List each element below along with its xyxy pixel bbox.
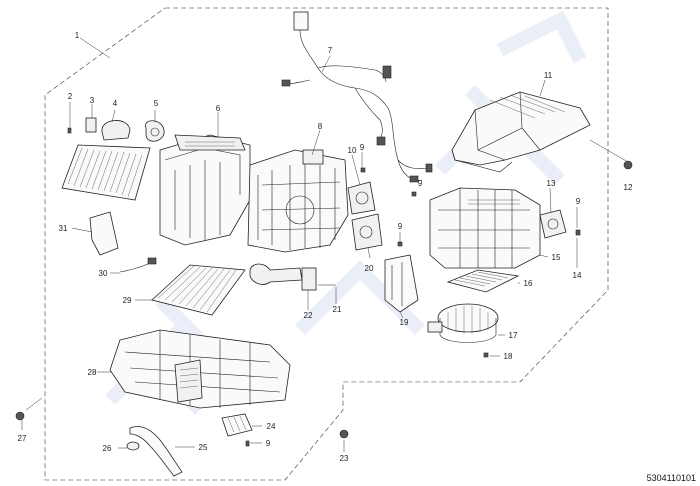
callout-23: 23 bbox=[340, 454, 349, 463]
mode-actuator bbox=[347, 154, 376, 215]
callout-30: 30 bbox=[99, 269, 108, 278]
assembly-boundary bbox=[44, 7, 609, 481]
callout-3: 3 bbox=[90, 96, 95, 105]
callout-31: 31 bbox=[59, 224, 68, 233]
blower-motor bbox=[427, 303, 505, 343]
small-parts-top-left bbox=[67, 102, 165, 142]
expansion-valve bbox=[249, 263, 337, 310]
callout-9d: 9 bbox=[266, 439, 271, 448]
lower-case bbox=[97, 329, 291, 409]
nut-23 bbox=[339, 429, 349, 452]
callout-19: 19 bbox=[400, 318, 409, 327]
bracket-31 bbox=[71, 211, 119, 256]
callout-10: 10 bbox=[348, 146, 357, 155]
callout-15: 15 bbox=[552, 253, 561, 262]
callout-17: 17 bbox=[509, 331, 518, 340]
callout-9b: 9 bbox=[576, 197, 581, 206]
callout-12: 12 bbox=[624, 183, 633, 192]
blower-resistor bbox=[221, 413, 262, 447]
callout-7: 7 bbox=[328, 46, 333, 55]
heater-core bbox=[61, 144, 151, 201]
recirc-actuator bbox=[539, 187, 567, 239]
screw-27 bbox=[15, 397, 43, 430]
wiring-harness bbox=[281, 11, 433, 183]
callout-2: 2 bbox=[68, 92, 73, 101]
callout-27: 27 bbox=[18, 434, 27, 443]
callout-14: 14 bbox=[573, 271, 582, 280]
callout-11: 11 bbox=[544, 71, 553, 80]
center-frame bbox=[247, 129, 349, 253]
callout-9e: 9 bbox=[418, 179, 423, 188]
temp-sensor bbox=[110, 257, 157, 274]
callout-29: 29 bbox=[123, 296, 132, 305]
callout-8: 8 bbox=[318, 122, 323, 131]
callout-25: 25 bbox=[199, 443, 208, 452]
callout-6: 6 bbox=[216, 104, 221, 113]
callout-13: 13 bbox=[547, 179, 556, 188]
callout-22: 22 bbox=[304, 311, 313, 320]
bolts bbox=[360, 152, 581, 268]
drain-hose bbox=[118, 426, 195, 477]
callout-26: 26 bbox=[103, 444, 112, 453]
callout-24: 24 bbox=[267, 422, 276, 431]
cabin-filter bbox=[446, 269, 520, 293]
side-duct bbox=[384, 254, 419, 319]
callout-18: 18 bbox=[504, 352, 513, 361]
blower-housing bbox=[429, 187, 549, 269]
callout-20: 20 bbox=[365, 264, 374, 273]
callout-16: 16 bbox=[524, 279, 533, 288]
evaporator-core bbox=[135, 264, 246, 316]
callout-9c: 9 bbox=[398, 222, 403, 231]
part-number: 5304110101 bbox=[647, 473, 696, 483]
air-inlet-duct bbox=[451, 79, 591, 173]
temp-actuator bbox=[351, 213, 383, 259]
bolt-18 bbox=[483, 352, 500, 358]
heater-housing-upper bbox=[159, 112, 251, 246]
callout-labels: 1 2 3 4 5 6 7 8 9 10 11 12 13 9 14 15 16… bbox=[18, 31, 633, 463]
callout-4: 4 bbox=[113, 99, 118, 108]
screw-12 bbox=[589, 139, 633, 170]
callout-28: 28 bbox=[88, 368, 97, 377]
callout-5: 5 bbox=[154, 99, 159, 108]
callout-21: 21 bbox=[333, 305, 342, 314]
callout-9a: 9 bbox=[360, 143, 365, 152]
callout-1: 1 bbox=[75, 31, 80, 40]
